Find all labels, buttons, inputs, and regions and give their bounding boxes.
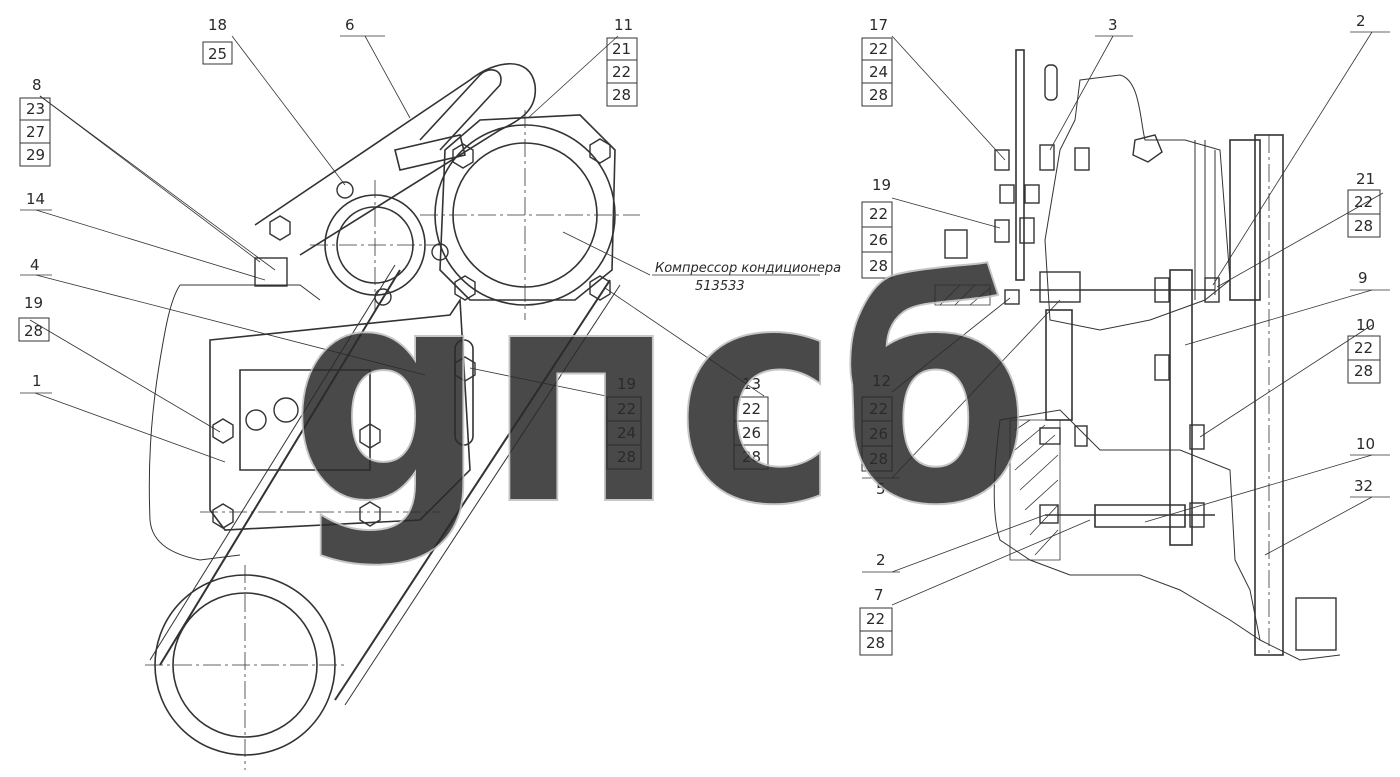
- callout-14: 14: [26, 190, 45, 208]
- section-hatch: [934, 284, 1061, 561]
- callout-19b-l0: 19: [617, 375, 636, 393]
- callout-7-l2: 28: [866, 634, 885, 652]
- callout-17-l2: 24: [869, 63, 888, 81]
- engine-housing-outline: [148, 284, 241, 561]
- callout-10a-l0: 10: [1356, 316, 1375, 334]
- callouts: 18 25 6 11 21 22 28 8 23 27 29 14 4: [18, 12, 1381, 656]
- bracket-9: [1169, 269, 1193, 546]
- callout-10a-l1: 22: [1354, 339, 1373, 357]
- callout-7-l1: 22: [866, 610, 885, 628]
- callout-4: 4: [30, 256, 40, 274]
- bracket-tension: [1045, 309, 1073, 421]
- callout-8-l2: 27: [26, 123, 45, 141]
- callout-10a-l2: 28: [1354, 362, 1373, 380]
- bolts-left: [212, 138, 611, 529]
- callout-21-l1: 22: [1354, 193, 1373, 211]
- callout-8-l1: 23: [26, 100, 45, 118]
- callout-21-l2: 28: [1354, 217, 1373, 235]
- callout-8-l3: 29: [26, 146, 45, 164]
- watermark-logo: gпсб: [290, 222, 1030, 571]
- callout-17-l3: 28: [869, 86, 888, 104]
- callout-18: 18 25: [202, 16, 233, 65]
- callout-19a: 19 28: [18, 294, 50, 342]
- pulley-teeth: [1194, 140, 1216, 300]
- callout-2b: 2: [876, 551, 886, 569]
- callout-19a-l1: 28: [24, 322, 43, 340]
- callout-12-l1: 22: [869, 400, 888, 418]
- bracket-6: [254, 62, 537, 256]
- engine-housing-top: [180, 284, 321, 301]
- compressor-caption-line1: Компрессор кондиционера: [655, 261, 841, 276]
- callout-19b-l2: 24: [617, 424, 636, 442]
- callout-21-l0: 21: [1356, 170, 1375, 188]
- callout-19a-l0: 19: [24, 294, 43, 312]
- callout-19c-l3: 28: [869, 257, 888, 275]
- callout-1: 1: [32, 372, 42, 390]
- adjust-bolt: [1094, 504, 1186, 528]
- left-view: [145, 62, 640, 770]
- callout-3: 3: [1108, 16, 1118, 34]
- callout-12-l0: 12: [872, 372, 891, 390]
- adjust-slot: [454, 339, 474, 446]
- callout-19b-l3: 28: [617, 448, 636, 466]
- callout-12-l3: 28: [869, 450, 888, 468]
- callout-19c-l1: 22: [869, 205, 888, 223]
- callout-2a: 2: [1356, 12, 1366, 30]
- callout-17: 17 22 24 28: [861, 16, 893, 107]
- engine-lower: [999, 409, 1341, 661]
- callout-18-l0: 18: [208, 16, 227, 34]
- callout-13-l0: 13: [742, 375, 761, 393]
- callout-11-l0: 11: [614, 16, 633, 34]
- callout-19b-l1: 22: [617, 400, 636, 418]
- callout-10b: 10: [1356, 435, 1375, 453]
- bolts-right: [944, 64, 1337, 651]
- engine-block: [1044, 74, 1231, 331]
- callout-19c-l0: 19: [872, 176, 891, 194]
- callout-18-l1: 25: [208, 45, 227, 63]
- centerlines-left: [145, 110, 640, 770]
- compressor-caption-line2: 513533: [695, 279, 745, 294]
- callout-13-l1: 22: [742, 400, 761, 418]
- callout-5: 5: [876, 480, 886, 498]
- drive-belt-outer: [149, 264, 621, 706]
- callout-32: 32: [1354, 477, 1373, 495]
- callout-17-l0: 17: [869, 16, 888, 34]
- callout-8-l0: 8: [32, 76, 42, 94]
- callout-21: 21 22 28: [1347, 170, 1381, 238]
- mount-plate: [1015, 49, 1025, 281]
- callout-13-l3: 28: [742, 448, 761, 466]
- crank-pulley-inner: [172, 592, 318, 738]
- callout-7-l0: 7: [874, 586, 884, 604]
- callout-9: 9: [1358, 269, 1368, 287]
- drive-belt: [159, 269, 611, 701]
- callout-6: 6: [345, 16, 355, 34]
- callout-13: 13 22 26 28: [733, 375, 769, 470]
- tensioner-arm: [394, 134, 466, 171]
- right-view: [934, 49, 1341, 661]
- slot-6: [419, 69, 502, 151]
- callout-11-l1: 21: [612, 40, 631, 58]
- pulley-side: [1229, 139, 1261, 301]
- callout-7: 7 22 28: [859, 586, 893, 656]
- callout-10a: 10 22 28: [1347, 316, 1381, 384]
- callout-11-l2: 22: [612, 63, 631, 81]
- leader-lines: [20, 31, 1390, 606]
- callout-13-l2: 26: [742, 424, 761, 442]
- callout-11: 11 21 22 28: [606, 16, 638, 107]
- callout-19b: 19 22 24 28: [606, 375, 642, 470]
- callout-19c-l2: 26: [869, 231, 888, 249]
- callout-19c: 19 22 26 28: [861, 176, 893, 279]
- engine-lower-2: [993, 419, 1261, 641]
- callout-12: 12 22 26 28: [861, 372, 893, 472]
- callout-17-l1: 22: [869, 40, 888, 58]
- bracket-1-inner: [239, 369, 371, 471]
- compressor-flange: [439, 114, 616, 301]
- callout-11-l3: 28: [612, 86, 631, 104]
- callout-12-l2: 26: [869, 425, 888, 443]
- callout-8: 8 23 27 29: [19, 76, 51, 167]
